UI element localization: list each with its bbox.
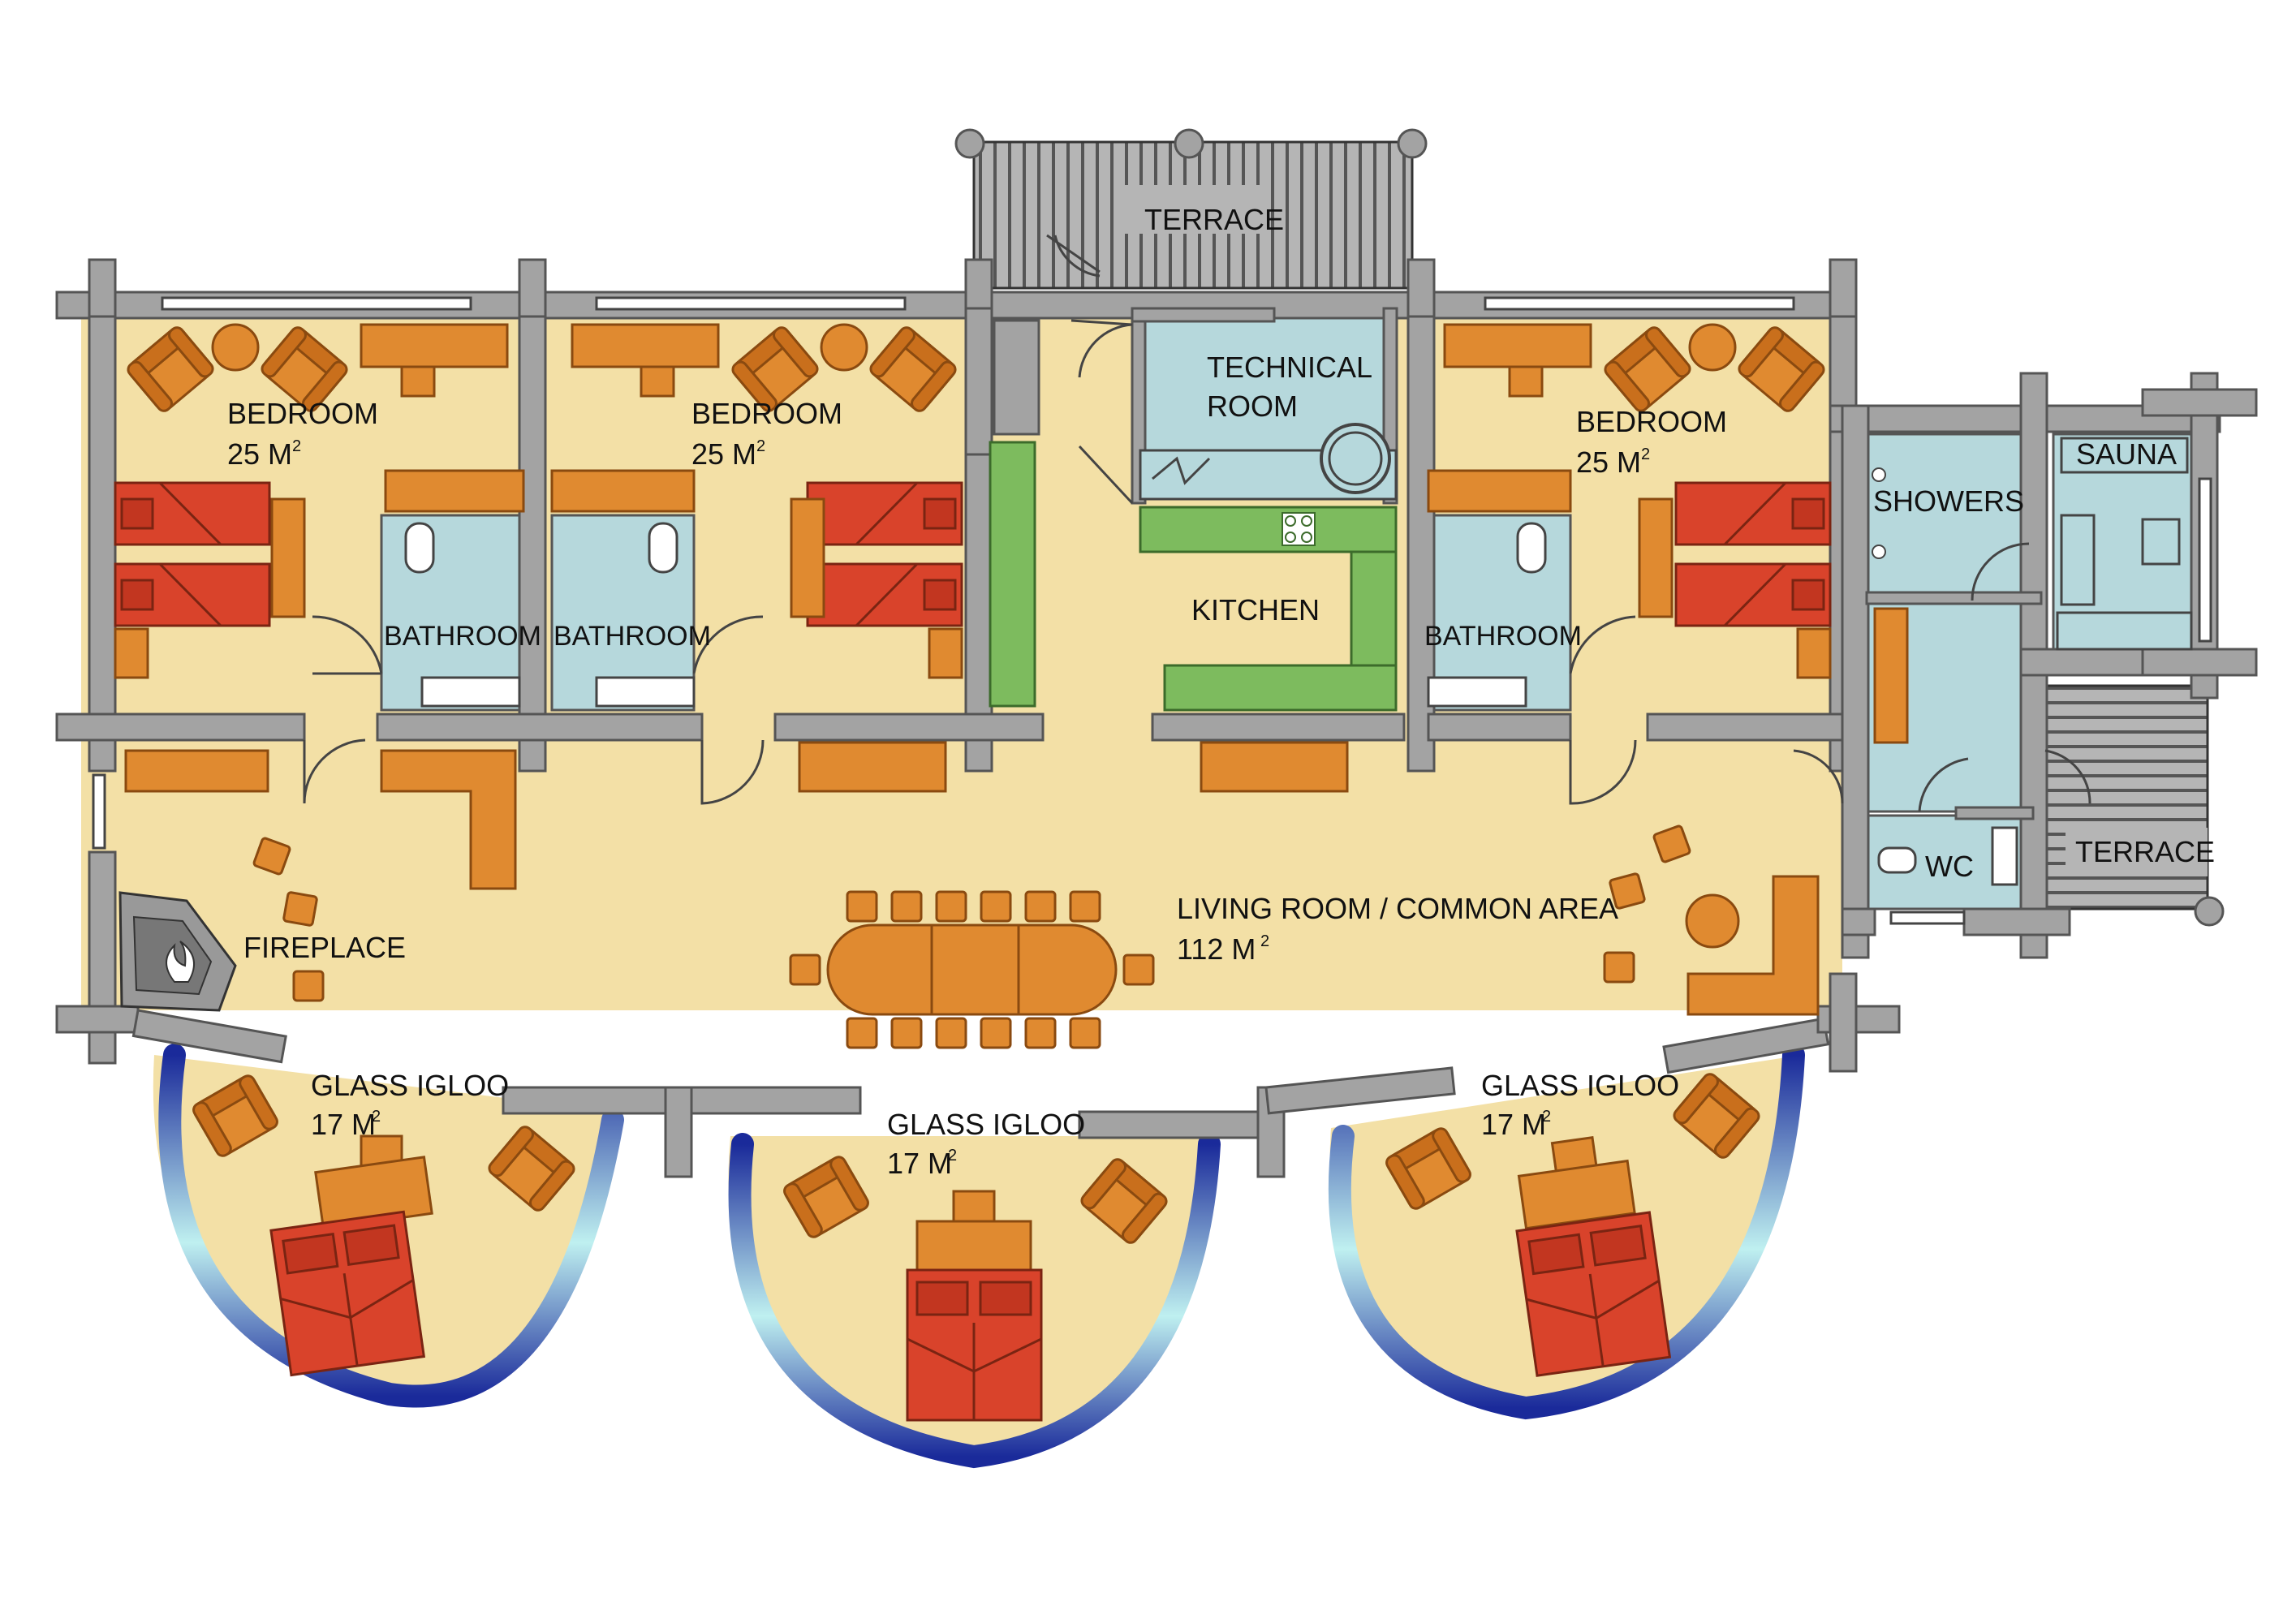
sup-igloo-right: 2: [1542, 1108, 1551, 1126]
bedroom-mid-furniture: [550, 323, 963, 679]
label-bathroom-2: BATHROOM: [554, 621, 711, 652]
sup-igloo-left: 2: [372, 1108, 381, 1126]
dining-chair: [1024, 890, 1057, 923]
dining-chair: [1122, 954, 1155, 986]
label-kitchen: KITCHEN: [1191, 593, 1320, 626]
dining-chair: [935, 890, 967, 923]
label-igloo-right-area: 17 M: [1481, 1108, 1546, 1141]
igloo-mid-furniture: [781, 1153, 1170, 1422]
sup-living-room: 2: [1260, 932, 1269, 950]
room-labels: TERRACE TECHNICAL ROOM BEDROOM 25 M 2 BE…: [227, 203, 2215, 1180]
sauna-benches: [2056, 437, 2193, 651]
igloo-right-furniture: [1383, 1070, 1763, 1377]
glass-igloo-walls: [158, 1044, 1805, 1469]
label-bathroom-1: BATHROOM: [384, 621, 541, 652]
dining-chair: [980, 1017, 1012, 1049]
label-terrace-right: TERRACE: [2075, 835, 2215, 868]
fireplace: [118, 891, 237, 1012]
label-sauna: SAUNA: [2076, 437, 2177, 471]
label-bedroom-left-area: 25 M: [227, 437, 292, 471]
doors: [303, 234, 2091, 812]
dining-chair: [846, 1017, 878, 1049]
sup-bedroom-left: 2: [292, 437, 301, 455]
dining-chair: [1069, 890, 1101, 923]
sup-bedroom-mid: 2: [756, 437, 765, 455]
label-igloo-mid-area: 17 M: [887, 1147, 952, 1180]
label-igloo-left: GLASS IGLOO: [311, 1069, 509, 1102]
dining-chair: [789, 954, 821, 986]
fire-icon: [166, 941, 196, 983]
sup-bedroom-right: 2: [1641, 446, 1650, 463]
terrace-right: [2031, 684, 2225, 927]
label-fireplace: FIREPLACE: [243, 931, 406, 964]
terrace-top: [954, 128, 1428, 290]
label-bedroom-mid-area: 25 M: [691, 437, 756, 471]
walls: [55, 258, 2258, 1178]
label-technical-room-1: TECHNICAL: [1207, 351, 1372, 384]
label-bedroom-mid: BEDROOM: [691, 397, 842, 430]
dining-chair: [890, 890, 923, 923]
kitchen-counters: [989, 441, 1398, 712]
label-wc: WC: [1925, 850, 1974, 883]
label-technical-room-2: ROOM: [1207, 390, 1298, 423]
stove-icon: [1282, 512, 1316, 546]
dining-chairs: [789, 890, 1155, 1049]
annex-furniture: [1872, 467, 1909, 744]
label-bedroom-left: BEDROOM: [227, 397, 378, 430]
igloo-left-furniture: [190, 1072, 578, 1377]
kitchen-cabinet: [993, 319, 1040, 436]
label-igloo-left-area: 17 M: [311, 1108, 376, 1141]
dining-chair: [890, 1017, 923, 1049]
label-igloo-mid: GLASS IGLOO: [887, 1108, 1085, 1141]
dining-chair: [935, 1017, 967, 1049]
label-terrace-top: TERRACE: [1144, 203, 1284, 236]
sup-igloo-mid: 2: [948, 1147, 957, 1165]
dining-chair: [1069, 1017, 1101, 1049]
bedroom-left-furniture: [114, 323, 525, 679]
dining-chair: [1024, 1017, 1057, 1049]
technical-room-equipment: [1139, 423, 1398, 501]
dining-chair: [980, 890, 1012, 923]
label-bedroom-right-area: 25 M: [1576, 446, 1641, 479]
label-living-room: LIVING ROOM / COMMON AREA: [1177, 892, 1618, 925]
dining-chair: [846, 890, 878, 923]
label-igloo-right: GLASS IGLOO: [1481, 1069, 1679, 1102]
label-living-room-area: 112 M: [1177, 932, 1256, 966]
living-room-furniture: [124, 741, 1820, 1016]
bedroom-right-furniture: [1427, 323, 1832, 679]
label-showers: SHOWERS: [1873, 484, 2024, 518]
label-bathroom-3: BATHROOM: [1424, 621, 1582, 652]
label-bedroom-right: BEDROOM: [1576, 405, 1727, 438]
windows: [92, 296, 2212, 925]
